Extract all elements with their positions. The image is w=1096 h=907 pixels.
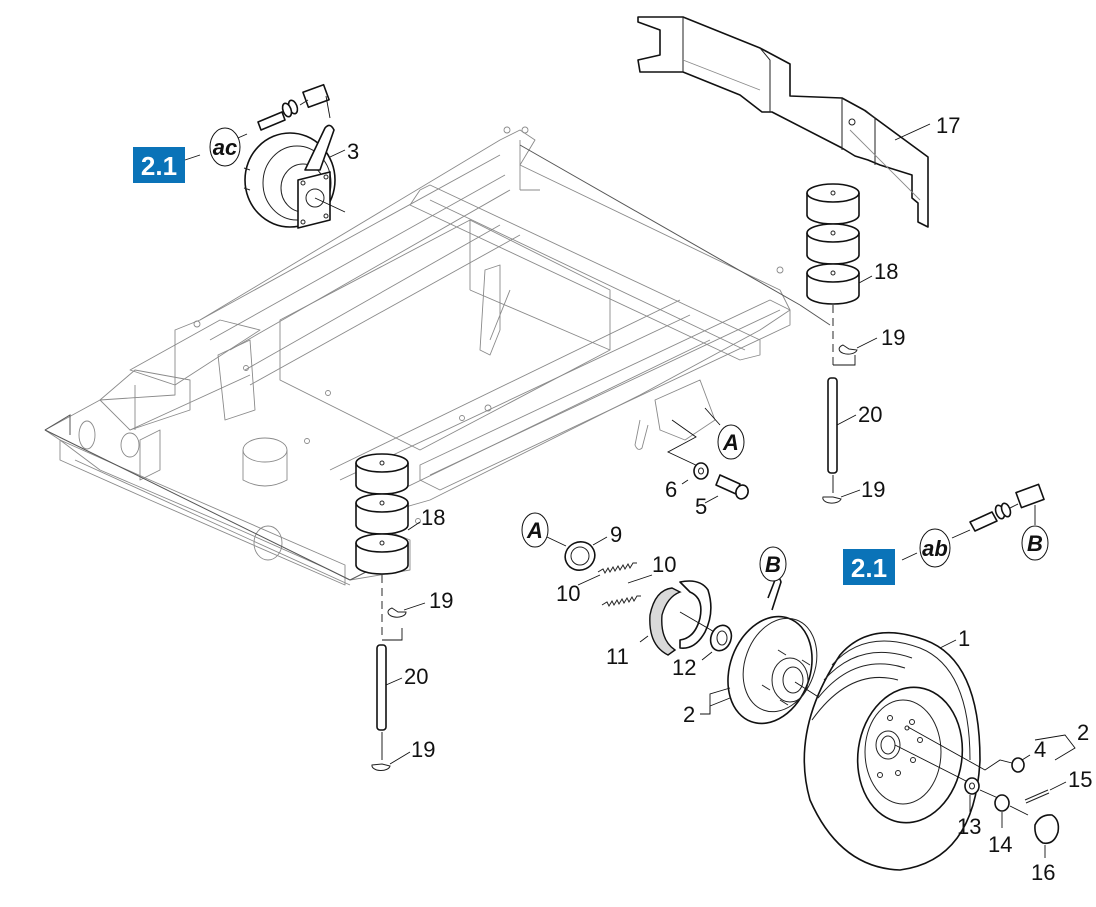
- svg-text:ab: ab: [922, 536, 948, 561]
- callout-19: 19: [411, 737, 435, 762]
- callout-15: 15: [1068, 767, 1092, 792]
- callout-17: 17: [936, 113, 960, 138]
- brake-internals: [546, 536, 733, 661]
- spacer-stack-left: [355, 453, 421, 575]
- callout-16: 16: [1031, 860, 1055, 885]
- ref-a-bearing[interactable]: A: [521, 512, 549, 548]
- callout-13: 13: [957, 814, 981, 839]
- fastener-group-5-6: [666, 407, 749, 504]
- callout-11: 11: [606, 644, 629, 669]
- callout-19: 19: [861, 477, 885, 502]
- callout-2: 2: [683, 702, 695, 727]
- ref-b-lever[interactable]: B: [759, 546, 787, 582]
- callout-9: 9: [610, 522, 622, 547]
- callout-10: 10: [652, 552, 676, 577]
- badge-label: 2.1: [851, 553, 887, 583]
- svg-text:B: B: [765, 552, 781, 577]
- callout-14: 14: [988, 832, 1012, 857]
- callout-18: 18: [421, 505, 445, 530]
- brake-cable-right: [901, 483, 1045, 561]
- ref-ac[interactable]: ac: [209, 127, 241, 167]
- part-17-cross-member: [637, 16, 931, 228]
- badge-label: 2.1: [141, 151, 177, 181]
- wheel-hardware: [894, 726, 1076, 858]
- svg-text:A: A: [526, 518, 543, 543]
- callout-1: 1: [958, 626, 970, 651]
- svg-text:B: B: [1027, 531, 1043, 556]
- badge-2-1-right[interactable]: 2.1: [843, 549, 895, 585]
- callouts: 1 2 2 3 4 5 6 9 10 10 11 12 13 14 15 16 …: [347, 113, 1092, 885]
- hub-drum: [700, 566, 821, 725]
- main-frame: [44, 126, 831, 586]
- ref-b-cable[interactable]: B: [1021, 525, 1049, 561]
- spacer-stack-right: [806, 183, 873, 305]
- callout-18: 18: [874, 259, 898, 284]
- pin-assembly-right: [822, 305, 878, 504]
- callout-4: 4: [1034, 737, 1046, 762]
- callout-12: 12: [672, 655, 696, 680]
- callout-10: 10: [556, 581, 580, 606]
- callout-20: 20: [404, 664, 428, 689]
- callout-6: 6: [665, 477, 677, 502]
- callout-2: 2: [1077, 720, 1089, 745]
- callout-20: 20: [858, 402, 882, 427]
- pin-assembly-left: [371, 575, 426, 771]
- wheel-tire: [803, 632, 981, 871]
- callout-19: 19: [881, 325, 905, 350]
- badge-2-1-top[interactable]: 2.1: [133, 147, 185, 183]
- ref-ab[interactable]: ab: [919, 528, 951, 568]
- svg-text:A: A: [722, 430, 739, 455]
- callout-19: 19: [429, 588, 453, 613]
- callout-3: 3: [347, 139, 359, 164]
- svg-text:ac: ac: [213, 135, 237, 160]
- ref-a-frame[interactable]: A: [717, 424, 745, 460]
- part-3-brake-drum: [221, 83, 346, 229]
- callout-5: 5: [695, 494, 707, 519]
